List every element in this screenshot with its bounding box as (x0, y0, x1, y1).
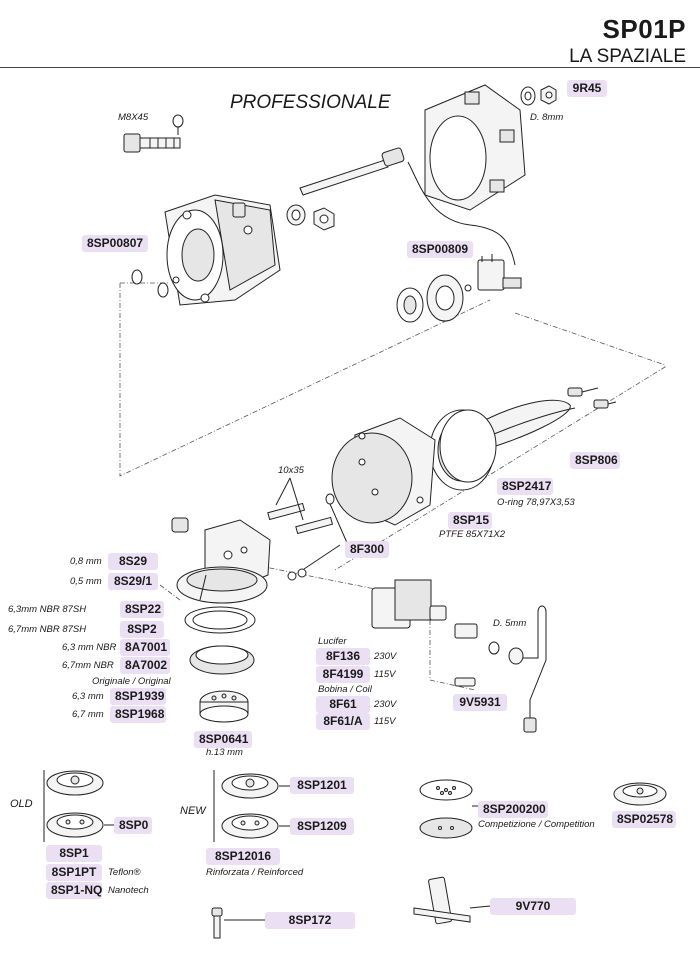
heater-rod (299, 147, 405, 196)
code-8sp0[interactable]: 8SP0 (114, 817, 152, 834)
note-reinforced: Rinforzata / Reinforced (206, 867, 304, 878)
code-9v770[interactable]: 9V770 (490, 898, 576, 915)
note-nbr63-87: 6,3mm NBR 87SH (8, 604, 87, 615)
note-63mm: 6,3 mm (72, 691, 104, 702)
note-oring: O-ring 78,97X3,53 (497, 497, 575, 508)
nut-washer-9r45 (520, 85, 557, 106)
code-8sp1[interactable]: 8SP1 (46, 845, 102, 862)
shower-screens-competition (419, 779, 480, 839)
note-nbr67-87: 6,7mm NBR 87SH (8, 624, 87, 635)
solenoid-valve (371, 579, 524, 665)
sensor-wire (407, 161, 516, 266)
code-8sp172[interactable]: 8SP172 (265, 912, 355, 929)
bolt-m8x45 (123, 114, 184, 153)
code-8f136[interactable]: 8F136 (316, 648, 370, 665)
code-8f61[interactable]: 8F61 (316, 696, 370, 713)
basket-8sp1201 (221, 773, 279, 799)
boiler-body (331, 417, 436, 526)
group-head-lower (171, 517, 271, 604)
code-9r45[interactable]: 9R45 (567, 80, 607, 97)
note-nbr67: 6,7mm NBR (62, 660, 114, 671)
code-8sp15[interactable]: 8SP15 (448, 512, 492, 529)
header-divider (0, 67, 700, 68)
code-8a7002[interactable]: 8A7002 (120, 657, 170, 674)
code-8f300[interactable]: 8F300 (345, 541, 389, 558)
code-8a7001[interactable]: 8A7001 (120, 639, 170, 656)
code-8s29[interactable]: 8S29 (108, 553, 158, 570)
note-h13: h.13 mm (206, 747, 243, 758)
o-ring-left-b (157, 282, 169, 298)
note-67mm: 6,7 mm (72, 709, 104, 720)
note-d8: D. 8mm (530, 112, 564, 123)
tool-9v770 (413, 876, 491, 925)
note-115v-b: 115V (374, 716, 396, 727)
code-9v5931[interactable]: 9V5931 (453, 694, 507, 711)
note-lucifer: Lucifer (318, 636, 347, 647)
code-8sp200200[interactable]: 8SP200200 (478, 801, 548, 818)
code-8sp2[interactable]: 8SP2 (120, 621, 164, 638)
note-bobina: Bobina / Coil (318, 684, 372, 695)
note-nbr63: 6,3 mm NBR (62, 642, 117, 653)
code-8f4199[interactable]: 8F4199 (316, 666, 370, 683)
mounting-collar (424, 84, 526, 211)
code-8sp806[interactable]: 8SP806 (570, 452, 620, 469)
note-05mm: 0,5 mm (70, 576, 102, 587)
o-rings-8f300 (287, 493, 349, 581)
note-d5: D. 5mm (493, 618, 527, 629)
note-original: Originale / Original (92, 676, 171, 687)
note-ptfe: PTFE 85X71X2 (439, 529, 506, 540)
code-8sp0641[interactable]: 8SP0641 (194, 731, 252, 748)
code-8f61a[interactable]: 8F61/A (316, 713, 370, 730)
code-8sp2417[interactable]: 8SP2417 (497, 478, 553, 495)
assembly-outline (119, 282, 666, 691)
section-label: PROFESSIONALE (230, 92, 391, 113)
o-ring-large (439, 409, 497, 483)
code-8sp22[interactable]: 8SP22 (120, 601, 164, 618)
screw-9v5931 (454, 677, 476, 687)
code-8sp12016[interactable]: 8SP12016 (206, 848, 280, 865)
basket-8sp1 (46, 770, 104, 796)
code-8sp00807[interactable]: 8SP00807 (82, 235, 148, 252)
o-ring-left-a (131, 269, 143, 285)
thermostat (396, 254, 522, 323)
note-230v-a: 230V (374, 651, 397, 662)
code-8sp1968[interactable]: 8SP1968 (110, 706, 166, 723)
group-head-body (164, 194, 281, 306)
note-screws: 10x35 (278, 465, 304, 476)
code-8sp1pt[interactable]: 8SP1PT (46, 864, 102, 881)
nuts-center (286, 204, 335, 231)
steam-pipe (523, 605, 547, 718)
code-8sp02578[interactable]: 8SP02578 (612, 811, 676, 828)
code-8sp1209[interactable]: 8SP1209 (290, 818, 354, 835)
code-8sp1-nq[interactable]: 8SP1-NQ (46, 882, 102, 899)
label-new: NEW (180, 805, 206, 817)
note-teflon: Teflon® (108, 867, 141, 878)
brand-subtitle: LA SPAZIALE (569, 46, 686, 67)
code-8sp1201[interactable]: 8SP1201 (290, 777, 354, 794)
note-08mm: 0,8 mm (70, 556, 102, 567)
note-115v-a: 115V (374, 669, 396, 680)
basket-8sp1209 (221, 813, 279, 839)
model-title: SP01P (602, 14, 686, 44)
note-nanotech: Nanotech (108, 885, 149, 896)
note-230v-b: 230V (374, 699, 397, 710)
code-8sp00809[interactable]: 8SP00809 (407, 241, 473, 258)
bolt-label: M8X45 (118, 112, 149, 123)
label-old: OLD (10, 798, 33, 810)
code-8sp1939[interactable]: 8SP1939 (110, 688, 166, 705)
basket-8sp02578 (613, 782, 667, 806)
code-8s29-1[interactable]: 8S29/1 (108, 573, 158, 590)
screw-8sp172 (211, 907, 265, 939)
note-competition: Competizione / Competition (478, 819, 595, 830)
screws-10x35 (267, 477, 334, 535)
basket-8sp0 (46, 812, 104, 838)
